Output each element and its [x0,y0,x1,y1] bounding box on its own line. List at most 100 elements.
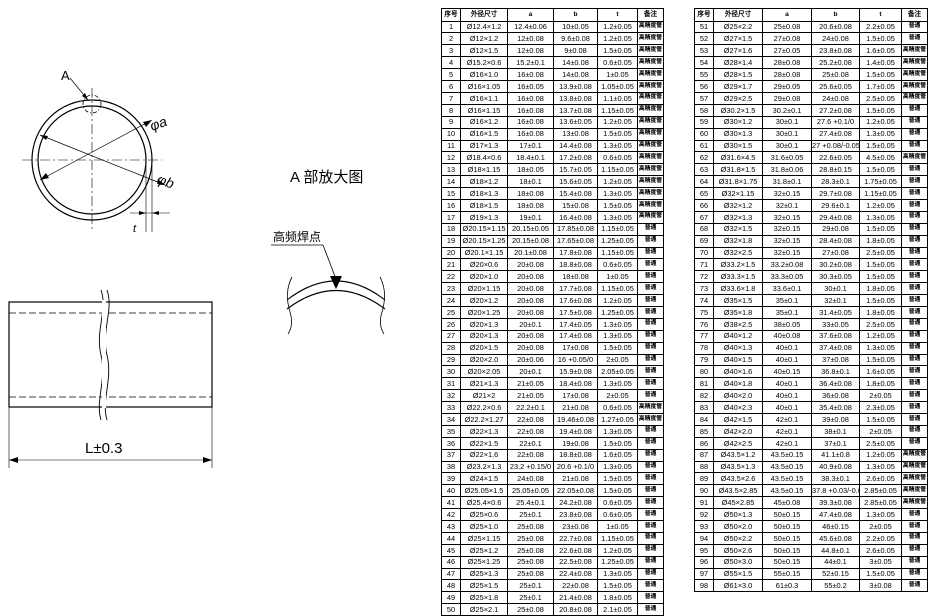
table-cell: Ø32×1.3 [713,210,763,224]
column-header: 序号 [441,8,461,22]
table-cell: 高精度管 [901,56,928,70]
table-cell: 2.85±0.05 [859,484,902,498]
table-cell: Ø50×2.2 [713,531,763,545]
table-cell: 25±0.08 [811,68,860,82]
phi-a-leader [39,119,153,181]
table-cell: 1.5±0.05 [859,68,902,82]
table-cell: 30.3±0.05 [811,270,860,284]
table-cell: 1.5±0.05 [597,472,638,486]
table-cell: 25±0.08 [507,520,554,533]
table-cell: Ø29×1.7 [713,80,763,93]
table-cell: 19 [441,234,461,248]
table-cell: 普通 [637,353,664,367]
table-cell: 普通 [637,282,664,296]
table-cell: 47 [441,567,461,581]
table-cell: 14±0.08 [553,68,598,82]
table-cell: 16±0.08 [507,68,554,82]
table-cell: 15.2±0.1 [507,56,554,70]
table-cell: 23 [441,282,461,296]
column-header: 外径尺寸 [460,8,508,22]
table-cell: 20±0.08 [507,329,554,343]
table-cell: 72 [694,270,714,284]
table-cell: 2.05±0.05 [597,365,638,379]
table-cell: 普通 [637,234,664,248]
table-cell: 35 [441,424,461,438]
table-cell: 普通 [637,424,664,438]
table-cell: 20±0.1 [507,317,554,331]
table-cell: 87 [694,448,714,462]
table-cell: 高精度管 [901,472,928,486]
table-cell: Ø25×1.5 [460,579,508,593]
table-cell: 普通 [637,341,664,355]
table-cell: 67 [694,210,714,224]
table-cell: 20±0.08 [507,294,554,307]
table-cell: 1.2±0.05 [597,294,638,307]
table-cell: Ø18×1.5 [460,198,508,212]
table-cell: 27±0.05 [762,44,812,58]
table-cell: 90 [694,484,714,498]
table-cell: 普通 [901,508,928,521]
table-cell: 44 [441,531,461,545]
table-cell: Ø18×1.15 [460,163,508,177]
table-cell: Ø22×1.3 [460,424,508,438]
table-cell: Ø25×1.0 [460,520,508,533]
table-cell: 32±0.1 [811,294,860,307]
table-cell: 普通 [901,377,928,391]
table-cell: 1.3±0.05 [859,341,902,355]
table-cell: Ø25.4×0.6 [460,496,508,510]
table-cell: 2.3±0.05 [859,401,902,414]
length-arrow-right [203,457,212,463]
table-cell: 高精度管 [637,32,664,46]
table-cell: 29±0.05 [762,80,812,93]
table-cell: 17.4±0.08 [553,329,598,343]
table-cell: 高精度管 [637,412,664,426]
table-cell: 40±0.1 [762,401,812,414]
table-cell: 55 [694,68,714,82]
table-cell: 35.4±0.08 [811,401,860,414]
column-header: t [859,8,902,22]
table-cell: 22.7±0.08 [553,531,598,545]
table-cell: 33.3±0.05 [762,270,812,284]
table-cell: 9 [441,115,461,129]
table-cell: 1.8±0.05 [859,377,902,391]
table-cell: Ø20×1.0 [460,270,508,284]
label-phi-b: φb [155,171,177,192]
table-cell: 50±0.15 [762,543,812,557]
weld-label: 高频焊点 [273,229,321,244]
table-cell: 97 [694,567,714,581]
table-cell: 44.8±0.1 [811,543,860,557]
table-cell: 16±0.08 [507,127,554,141]
table-cell: 1.3±0.05 [859,460,902,474]
table-cell: 50 [441,603,461,616]
table-cell: 0.6±0.05 [597,151,638,165]
table-cell: 24.2±0.08 [553,496,598,510]
table-cell: Ø17×1.3 [460,139,508,153]
table-cell: 21±0.05 [507,377,554,391]
table-cell: 30 [441,365,461,379]
table-cell: 55±0.15 [762,567,812,581]
table-cell: 28.3±0.1 [811,175,860,189]
table-cell: 25.2±0.08 [811,56,860,70]
table-cell: 22.2±0.1 [507,401,554,414]
table-cell: 17 [441,210,461,224]
label-t: t [133,223,137,235]
table-cell: 1.2±0.05 [597,115,638,129]
table-cell: 1.6±0.05 [597,448,638,462]
table-cell: 1.5±0.05 [859,412,902,426]
table-cell: 94 [694,531,714,545]
table-cell: Ø35×1.5 [713,294,763,307]
table-cell: 52±0.15 [811,567,860,581]
table-cell: 普通 [901,329,928,343]
